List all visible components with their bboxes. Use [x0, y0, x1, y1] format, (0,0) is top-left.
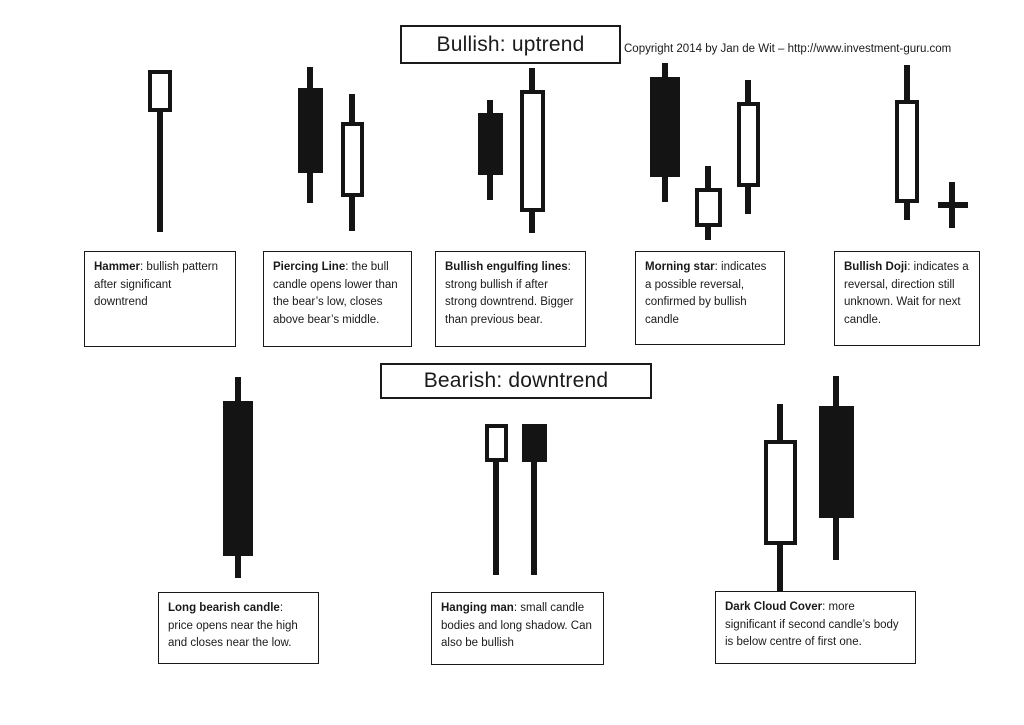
- pattern-name: Hammer: [94, 261, 141, 273]
- pattern-name: Bullish Doji: [844, 261, 908, 273]
- pattern-description: : small candle bodies and long shadow. C…: [441, 602, 592, 649]
- candle-body: [478, 113, 503, 175]
- long-bearish-candle-description-box: Long bearish candle: price opens near th…: [158, 592, 319, 664]
- bearish-title-box: Bearish: downtrend: [380, 363, 652, 399]
- candle-body: [341, 122, 364, 197]
- candle-body: [298, 88, 323, 173]
- candle-body: [819, 406, 854, 518]
- pattern-name: Piercing Line: [273, 261, 346, 273]
- pattern-description: : bullish pattern after significant down…: [94, 261, 219, 308]
- pattern-name: Hanging man: [441, 602, 514, 614]
- candle-wick: [531, 425, 537, 575]
- pattern-description: : indicates a reversal, direction still …: [844, 261, 969, 326]
- candle-body: [737, 102, 760, 187]
- pattern-name: Morning star: [645, 261, 715, 273]
- candle-wick: [493, 425, 499, 575]
- dark-cloud-cover-description-box: Dark Cloud Cover: more significant if se…: [715, 591, 916, 664]
- candle-body: [485, 424, 508, 462]
- candle-body: [650, 77, 680, 177]
- pattern-description: : the bull candle opens lower than the b…: [273, 261, 398, 326]
- candle-body: [895, 100, 919, 203]
- pattern-description: : strong bullish if after strong downtre…: [445, 261, 574, 326]
- candle-wick: [157, 70, 163, 232]
- pattern-name: Dark Cloud Cover: [725, 601, 823, 613]
- hanging-man-description-box: Hanging man: small candle bodies and lon…: [431, 592, 604, 665]
- pattern-description: : indicates a possible reversal, confirm…: [645, 261, 767, 326]
- copyright-text: Copyright 2014 by Jan de Wit – http://ww…: [624, 43, 952, 55]
- piercing-line-description-box: Piercing Line: the bull candle opens low…: [263, 251, 412, 347]
- candle-body: [520, 90, 545, 212]
- bullish-title: Bullish: uptrend: [436, 32, 585, 56]
- candle-body: [695, 188, 722, 227]
- candle-body: [148, 70, 172, 112]
- bullish-doji-description-box: Bullish Doji: indicates a reversal, dire…: [834, 251, 980, 346]
- bearish-title: Bearish: downtrend: [423, 369, 609, 392]
- candle-body: [764, 440, 797, 545]
- pattern-name: Long bearish candle: [168, 602, 280, 614]
- bullish-engulfing-description-box: Bullish engulfing lines: strong bullish …: [435, 251, 586, 347]
- pattern-description: : more significant if second candle’s bo…: [725, 601, 899, 648]
- hammer-description-box: Hammer: bullish pattern after significan…: [84, 251, 236, 347]
- candle-body: [522, 424, 547, 462]
- candle-body: [223, 401, 253, 556]
- bullish-title-box: Bullish: uptrend: [400, 25, 621, 64]
- pattern-name: Bullish engulfing lines: [445, 261, 568, 273]
- pattern-description: : price opens near the high and closes n…: [168, 602, 298, 649]
- morning-star-description-box: Morning star: indicates a possible rever…: [635, 251, 785, 345]
- doji-cross-horizontal: [938, 202, 968, 208]
